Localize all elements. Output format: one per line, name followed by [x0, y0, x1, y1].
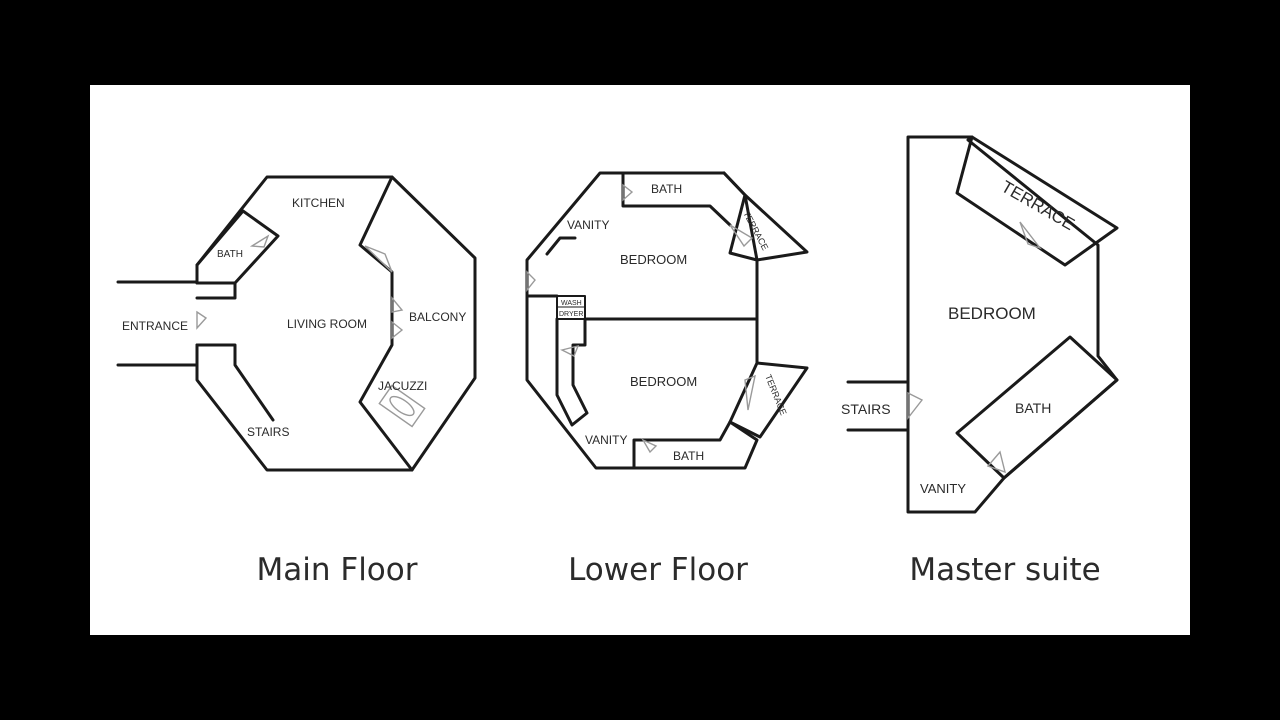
lower-top-bath-wall	[621, 171, 732, 227]
room-label: VANITY	[567, 218, 609, 232]
lower-top-vanity-wall	[545, 236, 577, 256]
room-label: STAIRS	[841, 401, 891, 417]
master-suite-plan: TERRACE BEDROOM STAIRS BATH VANITY	[841, 135, 1119, 514]
door-swing	[391, 320, 404, 340]
main-bath-wall-diag	[195, 209, 280, 285]
room-label: BEDROOM	[630, 374, 697, 389]
room-label: TERRACE	[763, 373, 788, 417]
lower-terrace-wall	[728, 361, 809, 439]
lower-stairs-wall	[555, 317, 589, 427]
jacuzzi-basin	[389, 395, 415, 417]
door-swing	[907, 391, 924, 421]
main-floor-plan: KITCHEN BATH ENTRANCE LIVING ROOM BALCON…	[116, 175, 477, 472]
room-label: VANITY	[585, 433, 627, 447]
room-label: ENTRANCE	[122, 319, 188, 333]
main-bath-wall	[195, 281, 237, 300]
door-swing	[196, 310, 208, 330]
stairs-wall	[195, 343, 275, 422]
door-swing	[526, 270, 536, 292]
door-swing	[364, 245, 393, 273]
door-swing	[986, 450, 1006, 474]
door-swing	[1019, 221, 1042, 250]
room-label: BEDROOM	[620, 252, 687, 267]
lower-floor-plan: BATH VANITY BEDROOM TERRACE WASH DRYER B…	[525, 171, 809, 470]
door-swing	[391, 296, 404, 313]
lower-floor-outer-wall	[525, 171, 759, 470]
room-label: BEDROOM	[948, 304, 1036, 323]
door-swing	[249, 234, 270, 248]
jacuzzi-tub	[378, 384, 426, 428]
room-label: WASH	[561, 300, 582, 307]
master-suite-caption: Master suite	[909, 552, 1101, 588]
room-label: VANITY	[920, 481, 966, 496]
lower-bottom-bath-wall	[632, 420, 732, 470]
room-label: JACUZZI	[378, 379, 427, 393]
door-swing	[641, 438, 658, 454]
room-label: STAIRS	[247, 425, 289, 439]
door-swing	[729, 224, 754, 248]
room-label: DRYER	[559, 311, 583, 318]
door-swing	[559, 344, 580, 357]
room-label: BATH	[1015, 400, 1051, 416]
main-floor-caption: Main Floor	[256, 552, 418, 588]
master-bath-wall	[955, 335, 1119, 480]
door-swing	[744, 374, 756, 411]
master-terrace-wall	[955, 135, 1119, 267]
upper-terrace-wall	[722, 171, 809, 262]
room-label: LIVING ROOM	[287, 317, 367, 331]
room-label: BATH	[673, 449, 704, 463]
room-label: TERRACE	[998, 177, 1078, 234]
room-label: BATH	[217, 249, 243, 260]
main-floor-outer-wall	[195, 175, 477, 472]
room-label: KITCHEN	[292, 196, 345, 210]
door-swing	[622, 183, 634, 202]
lower-floor-caption: Lower Floor	[568, 552, 748, 588]
room-label: BATH	[651, 182, 682, 196]
room-label: BALCONY	[409, 310, 466, 324]
master-outer-wall	[906, 135, 1119, 514]
balcony-wall	[358, 175, 414, 472]
